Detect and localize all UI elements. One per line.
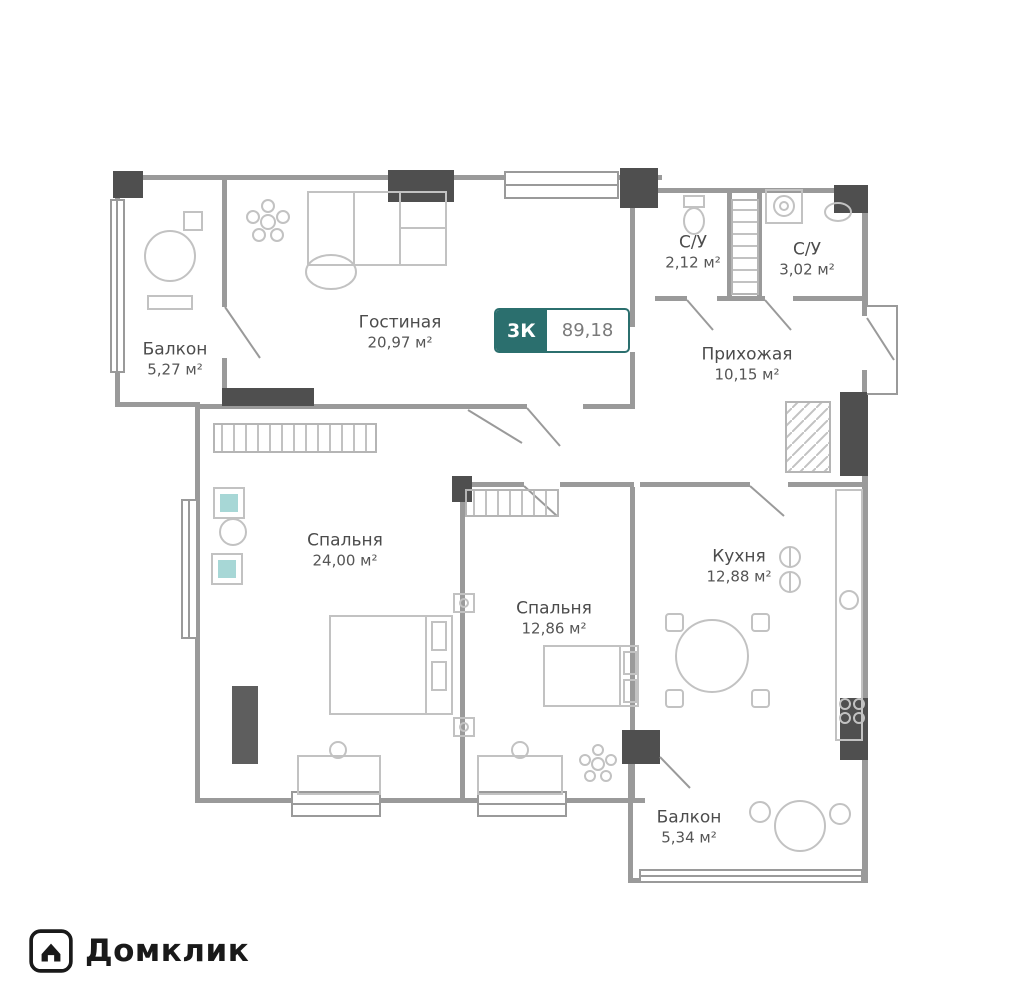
room-label-bathroom-1: С/У 2,12 м² xyxy=(665,232,721,271)
room-area: 5,34 м² xyxy=(661,828,717,847)
domclick-house-icon xyxy=(29,929,73,973)
room-name: Спальня xyxy=(307,530,383,551)
room-area: 3,02 м² xyxy=(779,260,835,279)
armchair-2 xyxy=(211,553,243,585)
bedroom2-wardrobe xyxy=(465,489,559,517)
logo-brand-text: Домклик xyxy=(85,933,250,969)
room-area: 12,86 м² xyxy=(521,619,587,638)
room-area: 12,88 м² xyxy=(706,567,772,586)
toilet-bowl xyxy=(683,207,705,235)
balcony2-table xyxy=(774,800,826,852)
domclick-logo: Домклик xyxy=(28,928,249,974)
hall-wardrobe xyxy=(785,401,831,473)
room-name: С/У xyxy=(793,239,821,260)
balcony-bench xyxy=(147,295,193,310)
corridor-wardrobe xyxy=(731,199,759,295)
plan-badge: 3К 89,18 xyxy=(494,308,631,353)
bed-2 xyxy=(543,645,639,707)
nightstand-2 xyxy=(453,717,475,737)
living-table xyxy=(305,254,357,290)
room-area: 5,27 м² xyxy=(147,360,203,379)
dark-wall-blocks xyxy=(113,168,868,764)
room-name: Кухня xyxy=(712,546,766,567)
windows xyxy=(110,171,898,883)
balcony-chair xyxy=(183,211,203,231)
kitchen-counter xyxy=(835,489,863,741)
room-area: 24,00 м² xyxy=(312,551,378,570)
bedroom1-cabinet xyxy=(232,686,258,764)
bedroom1-wardrobe xyxy=(213,423,377,453)
room-name: Спальня xyxy=(516,598,592,619)
room-area: 20,97 м² xyxy=(367,333,433,352)
balcony2-chair-2 xyxy=(829,803,851,825)
room-name: Гостиная xyxy=(358,312,442,333)
nightstand-1 xyxy=(453,593,475,613)
desk-2 xyxy=(477,755,563,795)
room-label-bathroom-2: С/У 3,02 м² xyxy=(779,239,835,278)
balcony-table xyxy=(144,230,196,282)
side-round-table xyxy=(219,518,247,546)
room-label-hallway: Прихожая 10,15 м² xyxy=(701,344,792,383)
room-name: Прихожая xyxy=(701,344,793,365)
stove-burners xyxy=(839,698,865,724)
room-area: 10,15 м² xyxy=(714,365,780,384)
dressing-table-1 xyxy=(297,755,381,795)
dining-table xyxy=(675,619,749,693)
toilet-tank xyxy=(683,195,705,208)
armchair-1 xyxy=(213,487,245,519)
balcony2-chair-1 xyxy=(749,801,771,823)
room-label-bedroom-2: Спальня 12,86 м² xyxy=(516,598,592,637)
room-area: 2,12 м² xyxy=(665,253,721,272)
room-label-balcony-bottom: Балкон 5,34 м² xyxy=(657,807,722,846)
room-label-living: Гостиная 20,97 м² xyxy=(359,312,442,351)
bed-1 xyxy=(329,615,453,715)
room-name: С/У xyxy=(679,232,707,253)
washing-machine xyxy=(765,189,803,224)
badge-room-count: 3К xyxy=(496,310,547,351)
living-plant-icon xyxy=(246,199,290,242)
kitchen-appliance-icons xyxy=(779,546,801,593)
sink xyxy=(824,202,852,222)
room-label-bedroom-1: Спальня 24,00 м² xyxy=(307,530,383,569)
badge-total-area: 89,18 xyxy=(561,320,614,341)
furniture xyxy=(144,189,865,852)
room-label-balcony-top: Балкон 5,27 м² xyxy=(143,339,208,378)
room-name: Балкон xyxy=(656,807,722,828)
bedroom2-plant-icon xyxy=(579,744,617,782)
room-label-kitchen: Кухня 12,88 м² xyxy=(706,546,771,585)
room-name: Балкон xyxy=(142,339,208,360)
dining-chairs xyxy=(665,613,770,708)
kitchen-sink xyxy=(839,590,859,610)
